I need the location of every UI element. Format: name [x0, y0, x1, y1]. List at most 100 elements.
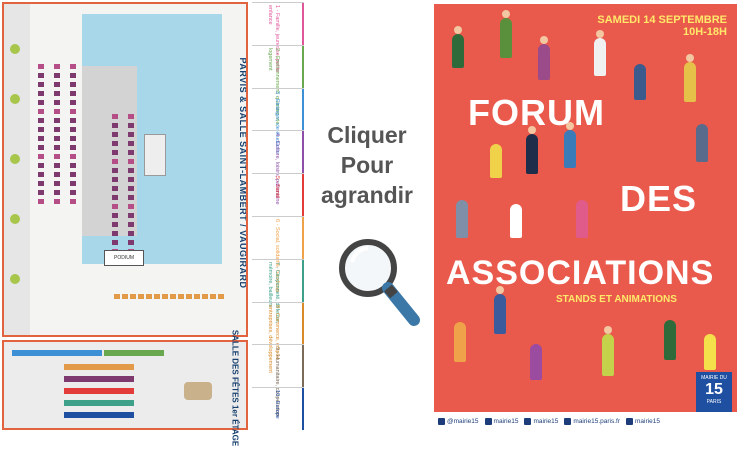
stand-marker — [112, 114, 118, 119]
hall-map: SALLE DES FÊTES 1er ÉTAGE — [2, 330, 248, 446]
entrance-block — [144, 134, 166, 176]
head-illustration — [686, 54, 694, 62]
social-link[interactable]: mairie15.paris.fr — [564, 417, 620, 425]
stand-marker — [54, 118, 60, 123]
legend-item: 10 - Europe — [252, 387, 304, 431]
person-illustration — [576, 200, 588, 238]
enlarge-link[interactable]: Cliquer Pour agrandir — [304, 120, 430, 340]
head-illustration — [502, 10, 510, 18]
stand-marker — [130, 294, 136, 299]
stand-marker — [38, 73, 44, 78]
person-illustration — [696, 124, 708, 162]
event-poster[interactable]: SAMEDI 14 SEPTEMBRE 10H-18H FORUM DES AS… — [434, 4, 737, 412]
stand-marker — [112, 195, 118, 200]
hall-stand-row — [64, 412, 134, 418]
poster-title-forum: FORUM — [468, 92, 605, 133]
stand-marker — [112, 240, 118, 245]
social-link[interactable]: @mairie15 — [438, 417, 479, 425]
instagram-icon — [524, 417, 532, 425]
stand-marker — [128, 123, 134, 128]
stand-marker — [112, 159, 118, 164]
stand-marker — [128, 168, 134, 173]
stand-marker — [112, 123, 118, 128]
stand-marker — [38, 64, 44, 69]
stand-marker — [70, 181, 76, 186]
building-footprint — [82, 66, 137, 236]
legend-item: 8 - Commerce, emploi, entreprises, dével… — [252, 301, 304, 372]
poster-title-des: DES — [620, 178, 698, 219]
stand-marker — [54, 73, 60, 78]
head-illustration — [604, 326, 612, 334]
stands-map[interactable]: PODIUM PARVIS & SALLE SAINT-LAMBERT / VA… — [2, 2, 248, 446]
legend-item: 7 - Citoyenneté, défense, mémoire, baill… — [252, 258, 304, 323]
app-icon — [626, 417, 634, 425]
legend-color-bar — [302, 302, 304, 345]
stand-marker — [70, 190, 76, 195]
stand-marker — [70, 163, 76, 168]
stand-marker — [38, 190, 44, 195]
stand-marker — [170, 294, 176, 299]
social-handle: @mairie15 — [447, 417, 479, 425]
person-illustration — [602, 334, 614, 376]
podium-label: PODIUM — [104, 250, 144, 266]
stand-marker — [112, 150, 118, 155]
social-handle: mairie15 — [533, 417, 559, 425]
head-illustration — [496, 286, 504, 294]
stand-marker — [70, 199, 76, 204]
head-illustration — [566, 122, 574, 130]
social-handle: mairie15 — [493, 417, 519, 425]
stand-marker — [54, 127, 60, 132]
social-footer: @mairie15 mairie15 mairie15 mairie15.paris.… — [434, 412, 737, 430]
stand-marker — [138, 294, 144, 299]
legend-color-bar — [302, 131, 304, 174]
magnifier-icon[interactable] — [334, 232, 424, 332]
stand-marker — [162, 294, 168, 299]
hall-stand-row — [104, 350, 164, 356]
person-illustration — [490, 144, 502, 178]
person-illustration — [684, 62, 696, 102]
person-illustration — [564, 130, 576, 168]
stand-marker — [70, 82, 76, 87]
map-title: PARVIS & SALLE SAINT-LAMBERT / VAUGIRARD — [238, 57, 248, 289]
tree-icon — [10, 44, 20, 54]
stand-marker — [70, 109, 76, 114]
stand-marker — [128, 177, 134, 182]
person-illustration — [664, 320, 676, 360]
street-strip — [4, 4, 30, 335]
stand-marker — [38, 199, 44, 204]
person-illustration — [530, 344, 542, 380]
cta-line-1: Cliquer — [327, 122, 407, 148]
stand-marker — [128, 222, 134, 227]
legend-color-bar — [302, 174, 304, 217]
social-link[interactable]: mairie15 — [626, 417, 660, 425]
social-handle: mairie15 — [635, 417, 660, 425]
person-illustration — [454, 322, 466, 362]
stand-marker — [128, 150, 134, 155]
legend-color-bar — [302, 259, 304, 302]
stand-marker — [112, 168, 118, 173]
legend-color-bar — [302, 217, 304, 259]
person-illustration — [456, 200, 468, 238]
legend-color-bar — [302, 45, 304, 88]
person-illustration — [452, 34, 464, 68]
tree-icon — [10, 94, 20, 104]
hall-stand-row — [64, 388, 134, 394]
twitter-icon — [438, 417, 445, 425]
hall-stand-row — [64, 364, 134, 370]
stand-marker — [128, 114, 134, 119]
hall-title: SALLE DES FÊTES 1er ÉTAGE — [230, 329, 240, 447]
stand-marker — [146, 294, 152, 299]
stand-marker — [112, 231, 118, 236]
person-illustration — [538, 44, 550, 80]
head-illustration — [540, 36, 548, 44]
social-link[interactable]: mairie15 — [524, 417, 559, 425]
social-link[interactable]: mairie15 — [484, 417, 519, 425]
head-illustration — [528, 126, 536, 134]
stand-marker — [70, 91, 76, 96]
legend-color-bar — [302, 345, 304, 388]
stand-marker — [54, 136, 60, 141]
person-illustration — [494, 294, 506, 334]
stand-marker — [54, 91, 60, 96]
stand-marker — [70, 145, 76, 150]
